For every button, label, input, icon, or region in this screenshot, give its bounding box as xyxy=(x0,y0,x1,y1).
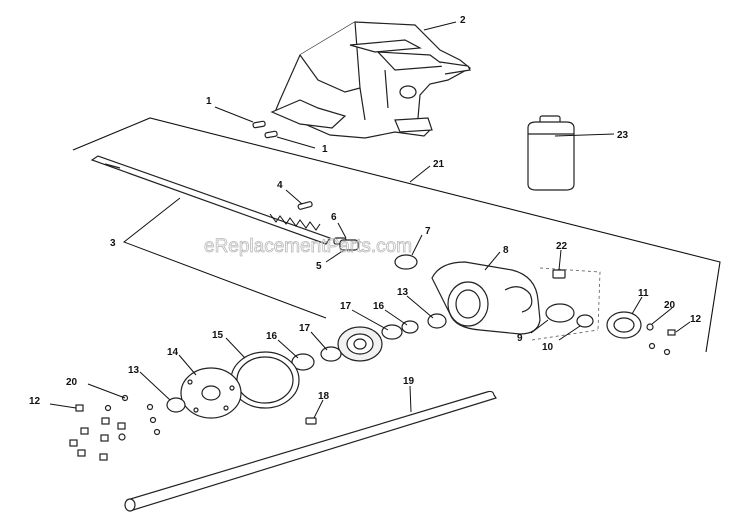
part-5-6-pin-washer xyxy=(333,237,359,251)
callout-12-right: 12 xyxy=(690,314,702,325)
callout-6: 6 xyxy=(331,212,337,223)
callout-17-lower: 17 xyxy=(299,323,311,334)
callout-13-lower: 13 xyxy=(128,365,140,376)
right-hardware xyxy=(646,323,676,356)
callout-9: 9 xyxy=(517,333,523,344)
part-18-key xyxy=(305,417,317,425)
callout-18: 18 xyxy=(318,391,330,402)
part-8-gearbox-case xyxy=(431,261,601,341)
callout-23: 23 xyxy=(617,130,629,141)
gear-group-upper xyxy=(291,313,447,371)
part-1-pins xyxy=(252,120,278,139)
callout-22: 22 xyxy=(556,241,568,252)
assembly-frame-21 xyxy=(72,117,721,353)
callout-12-left: 12 xyxy=(29,396,41,407)
callout-20-right: 20 xyxy=(664,300,676,311)
callout-1-lower: 1 xyxy=(322,144,328,155)
callout-16-upper: 16 xyxy=(373,301,385,312)
callout-17-upper: 17 xyxy=(340,301,352,312)
part-4-key xyxy=(297,201,313,210)
leader-lines xyxy=(49,21,691,419)
part-10-bearing xyxy=(576,314,594,328)
part-14-cover-plate xyxy=(180,367,242,419)
watermark: eReplacementParts.com xyxy=(204,236,412,257)
callout-19: 19 xyxy=(403,376,415,387)
callout-15: 15 xyxy=(212,330,224,341)
callout-13-upper: 13 xyxy=(397,287,409,298)
part-19-long-shaft xyxy=(124,390,497,512)
callout-16-lower: 16 xyxy=(266,331,278,342)
callout-5: 5 xyxy=(316,261,322,272)
callout-4: 4 xyxy=(277,180,283,191)
part-15-gasket xyxy=(230,351,300,409)
callout-20-left: 20 xyxy=(66,377,78,388)
part-11-cover xyxy=(606,311,642,339)
callout-labels: 1 1 2 3 4 5 6 7 8 9 10 11 12 12 13 13 14… xyxy=(29,15,702,407)
callout-14: 14 xyxy=(167,347,179,358)
callout-10: 10 xyxy=(542,342,554,353)
callout-7: 7 xyxy=(425,226,431,237)
part-23-lubricant-bottle xyxy=(527,115,575,191)
part-13-bearing xyxy=(166,397,186,413)
callout-2: 2 xyxy=(460,15,466,26)
callout-11: 11 xyxy=(638,288,649,299)
callout-8: 8 xyxy=(503,245,509,256)
part-22-nut xyxy=(552,269,566,279)
callout-1-upper: 1 xyxy=(206,96,212,107)
callout-21: 21 xyxy=(433,159,445,170)
callout-3: 3 xyxy=(110,238,116,249)
part-3-shaft xyxy=(90,155,331,245)
part-2-housing xyxy=(270,21,472,139)
left-hardware xyxy=(69,394,161,461)
part-7-clamp xyxy=(394,254,418,270)
part-9-gasket xyxy=(545,303,575,323)
